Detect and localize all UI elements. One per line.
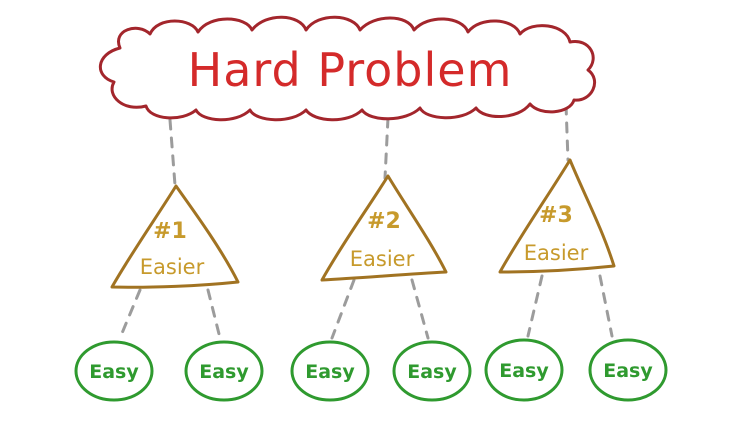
connector-sub-2-to-leaf-4	[410, 278, 430, 340]
triangle-shape	[498, 158, 616, 274]
connector-root-to-sub-2	[383, 116, 390, 180]
subproblem-2: #2 Easier	[320, 174, 448, 282]
leaf-3: Easy	[290, 340, 370, 402]
leaf-shape	[392, 340, 472, 402]
subproblem-label: Easier	[140, 255, 205, 279]
leaf-shape	[290, 340, 370, 402]
root-node: Hard Problem	[98, 15, 596, 122]
cloud-shape	[98, 15, 596, 122]
leaf-6: Easy	[588, 338, 668, 402]
connector-root-to-sub-3	[564, 103, 570, 162]
leaf-5: Easy	[484, 338, 564, 402]
connector-sub-3-to-leaf-6	[598, 274, 614, 338]
leaf-label: Easy	[305, 361, 355, 383]
leaf-shape	[74, 340, 154, 402]
connector-sub-3-to-leaf-5	[526, 274, 544, 338]
leaf-label: Easy	[603, 360, 653, 382]
leaf-4: Easy	[392, 340, 472, 402]
leaf-shape	[484, 338, 564, 402]
leaf-label: Easy	[199, 361, 249, 383]
leaf-1: Easy	[74, 340, 154, 402]
leaf-2: Easy	[184, 340, 264, 402]
subproblem-number: #1	[153, 219, 187, 244]
triangle-shape	[320, 174, 448, 282]
subproblem-1: #1 Easier	[110, 184, 240, 289]
leaf-label: Easy	[499, 360, 549, 382]
connector-sub-1-to-leaf-2	[206, 288, 222, 340]
connector-root-to-sub-1	[168, 118, 177, 187]
triangle-shape	[110, 184, 240, 289]
subproblem-number: #3	[539, 203, 573, 228]
subproblem-3: #3 Easier	[498, 158, 616, 274]
subproblem-label: Easier	[524, 241, 589, 265]
subproblem-number: #2	[367, 209, 401, 234]
root-label: Hard Problem	[188, 43, 513, 97]
leaf-shape	[184, 340, 264, 402]
root-connectors	[168, 103, 570, 187]
leaf-label: Easy	[89, 361, 139, 383]
connector-sub-2-to-leaf-3	[330, 278, 356, 340]
connector-sub-1-to-leaf-1	[118, 288, 142, 340]
leaf-label: Easy	[407, 361, 457, 383]
leaf-shape	[588, 338, 668, 402]
sub-connectors	[118, 274, 614, 340]
subproblem-label: Easier	[350, 247, 415, 271]
